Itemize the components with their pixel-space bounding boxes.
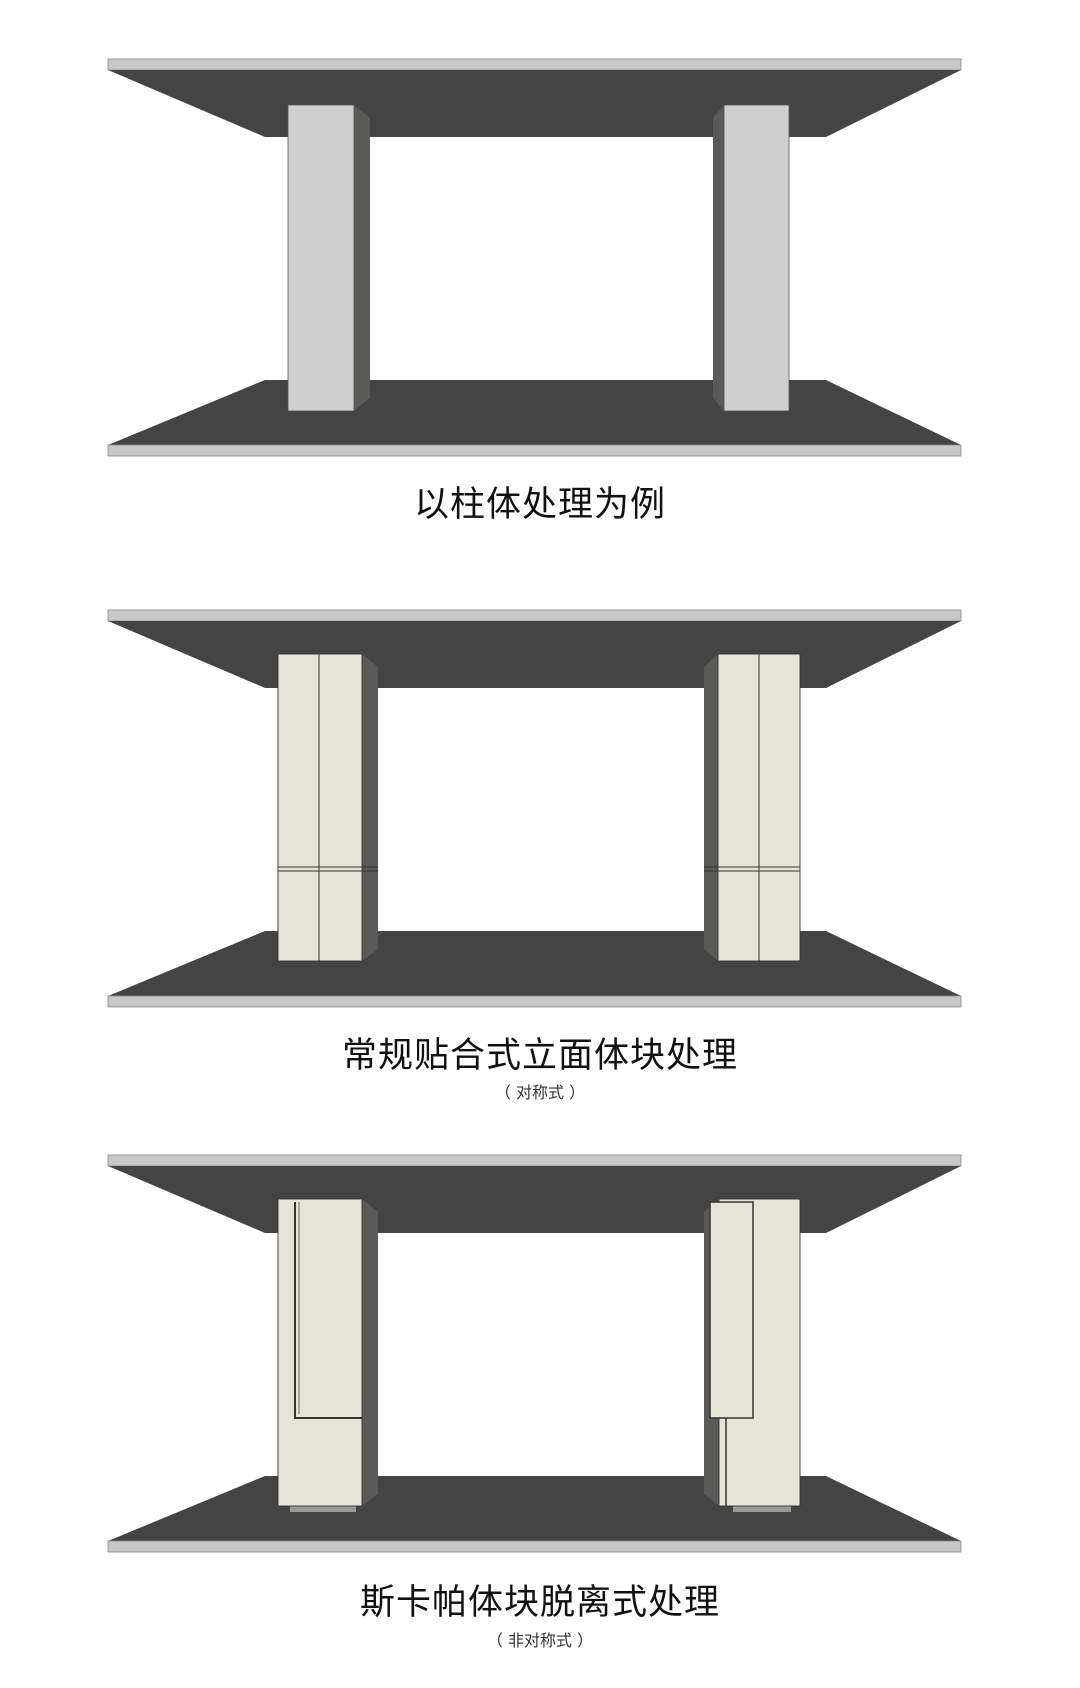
panel-2-title: 常规贴合式立面体块处理 <box>341 1036 738 1076</box>
panel-3-subtitle: （ 非对称式 ） <box>486 1631 594 1650</box>
bottom-slab <box>107 380 962 457</box>
diagram-plain-columns <box>0 0 1080 470</box>
top-slab <box>107 1154 962 1233</box>
diagram-symmetric-cladding <box>0 551 1080 1021</box>
panel-1-title: 以柱体处理为例 <box>413 485 666 525</box>
right-column <box>713 104 790 412</box>
panel-3-title: 斯卡帕体块脱离式处理 <box>359 1583 720 1623</box>
bottom-slab <box>107 1476 962 1553</box>
panel-2-subtitle: （ 对称式 ） <box>494 1083 586 1102</box>
right-detached-column <box>704 1198 801 1512</box>
diagram-scarpa-detached <box>0 1096 1080 1566</box>
left-clad-column <box>277 653 378 962</box>
left-column <box>287 104 370 412</box>
top-slab <box>107 609 962 688</box>
right-clad-column <box>704 653 801 962</box>
top-slab <box>107 58 962 137</box>
bottom-slab <box>107 931 962 1008</box>
left-detached-column <box>277 1198 378 1512</box>
